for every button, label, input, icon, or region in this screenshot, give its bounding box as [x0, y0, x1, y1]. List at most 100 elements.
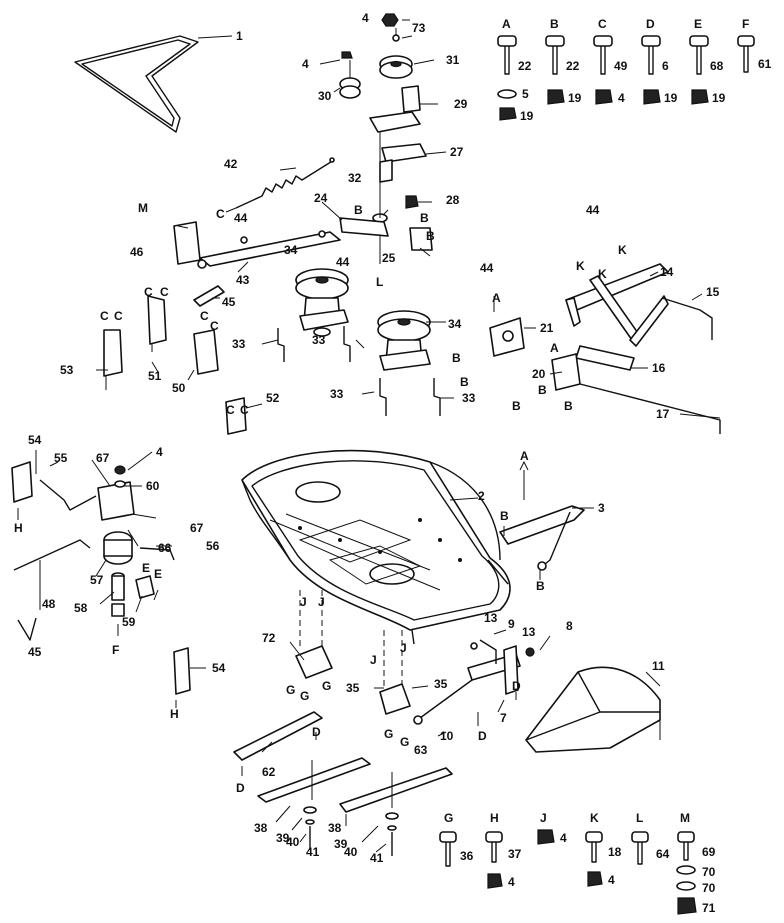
letter-b-25b: B: [426, 229, 435, 243]
letter-c-53b: C: [114, 309, 123, 323]
callout-54-b: 54: [212, 661, 226, 675]
letter-h-54a: H: [14, 521, 23, 535]
blade-adapter: [233, 711, 323, 761]
letter-m: M: [138, 201, 148, 215]
deck-sleeve: [193, 285, 225, 307]
discharge-chute: [525, 666, 661, 753]
callout-33-a: 33: [232, 337, 246, 351]
callout-4-top: 4: [362, 11, 369, 25]
cutting-blades: [257, 757, 453, 813]
letter-d-blade: D: [236, 781, 245, 795]
letter-j-b: J: [318, 595, 325, 609]
letter-l: L: [376, 275, 383, 289]
key-c-nut: 4: [618, 91, 625, 105]
letter-b-21: B: [452, 351, 461, 365]
key-a-letter: A: [502, 17, 511, 31]
callout-20: 20: [532, 367, 546, 381]
callout-30: 30: [318, 89, 332, 103]
letter-d-62: D: [312, 725, 321, 739]
letter-e-a: E: [142, 561, 150, 575]
lower-bracket-left: [295, 590, 333, 679]
letter-g-35a: G: [384, 727, 393, 741]
key-k-bolt: 18: [608, 845, 622, 859]
callout-44-d: 44: [586, 203, 600, 217]
letter-g-72c: G: [322, 679, 331, 693]
letter-j-a: J: [300, 595, 307, 609]
callout-33-d: 33: [462, 391, 476, 405]
key-f-letter: F: [742, 17, 749, 31]
key-b-nut: 19: [568, 91, 582, 105]
key-b-letter: B: [550, 17, 559, 31]
callout-45-b: 45: [28, 645, 42, 659]
callout-57: 57: [90, 573, 104, 587]
callout-54-a: 54: [28, 433, 42, 447]
callout-55: 55: [54, 451, 68, 465]
hardware-key-icons: [439, 35, 755, 915]
callout-56: 56: [206, 539, 220, 553]
letter-b-33: B: [460, 375, 469, 389]
callout-39-a: 39: [276, 831, 290, 845]
key-j-letter: J: [540, 811, 547, 825]
letter-c-50a: C: [200, 309, 209, 323]
key-f-bolt: 61: [758, 57, 772, 71]
callout-58: 58: [74, 601, 88, 615]
attachment-arrows: [17, 296, 541, 776]
callout-52: 52: [266, 391, 280, 405]
key-e-nut: 19: [712, 91, 726, 105]
callout-40-b: 40: [344, 845, 358, 859]
hardware-key-top: A 22 5 19 B 22 19 C 49 4 D 6 19 E 68 19 …: [502, 17, 772, 123]
key-h-nut: 4: [508, 875, 515, 889]
letter-d-7a: D: [478, 729, 487, 743]
letter-a-bracket21: A: [492, 291, 501, 305]
callout-51: 51: [148, 369, 162, 383]
key-e-letter: E: [694, 17, 702, 31]
callout-60: 60: [146, 479, 160, 493]
callout-14: 14: [660, 265, 674, 279]
blade-hardware: [303, 760, 399, 856]
callout-44-a: 44: [234, 211, 248, 225]
callout-48: 48: [42, 597, 56, 611]
callout-1: 1: [236, 29, 243, 43]
callout-29: 29: [454, 97, 468, 111]
hardware-key-bottom: G 36 H 37 4 J 4 K 18 4 L 64 M 69 70 70 7…: [444, 811, 716, 915]
key-k-nut: 4: [608, 873, 615, 887]
callout-67-b: 67: [190, 521, 204, 535]
letter-k-c: K: [618, 243, 627, 257]
letter-j-c: J: [370, 653, 377, 667]
letter-d-7b: D: [512, 679, 521, 693]
front-hanger-bracket: [413, 639, 535, 725]
letter-g-72a: G: [286, 683, 295, 697]
deck-lift-hanger: [489, 263, 721, 434]
callout-41-b: 41: [370, 851, 384, 865]
letter-c-spring: C: [216, 207, 225, 221]
key-k-letter: K: [590, 811, 599, 825]
callout-15: 15: [706, 285, 720, 299]
lower-bracket-right: [379, 630, 411, 715]
callout-24: 24: [314, 191, 328, 205]
key-m-letter: M: [680, 811, 690, 825]
key-m-washer-2: 70: [702, 881, 716, 895]
letter-h-54b: H: [170, 707, 179, 721]
letter-c-52b: C: [240, 403, 249, 417]
callout-59: 59: [122, 615, 136, 629]
callout-73: 73: [412, 21, 426, 35]
letter-c-53a: C: [100, 309, 109, 323]
letter-g-72b: G: [300, 689, 309, 703]
callout-17: 17: [656, 407, 670, 421]
letter-c-52a: C: [226, 403, 235, 417]
letter-c-51b: C: [160, 285, 169, 299]
callout-35-a: 35: [346, 681, 360, 695]
letter-c-51a: C: [144, 285, 153, 299]
key-m-bolt: 69: [702, 845, 716, 859]
callout-72: 72: [262, 631, 276, 645]
callout-35-b: 35: [434, 677, 448, 691]
callout-numbers: 1 2 3 4 4 4 7 8 9 10 11 13 13 14 15 16 1…: [28, 11, 720, 865]
callout-63: 63: [414, 743, 428, 757]
letter-b-24: B: [354, 203, 363, 217]
idler-arm: [173, 221, 341, 269]
letter-b-20b: B: [538, 383, 547, 397]
callout-38-b: 38: [328, 821, 342, 835]
key-m-washer-1: 70: [702, 865, 716, 879]
key-m-nut: 71: [702, 901, 716, 915]
